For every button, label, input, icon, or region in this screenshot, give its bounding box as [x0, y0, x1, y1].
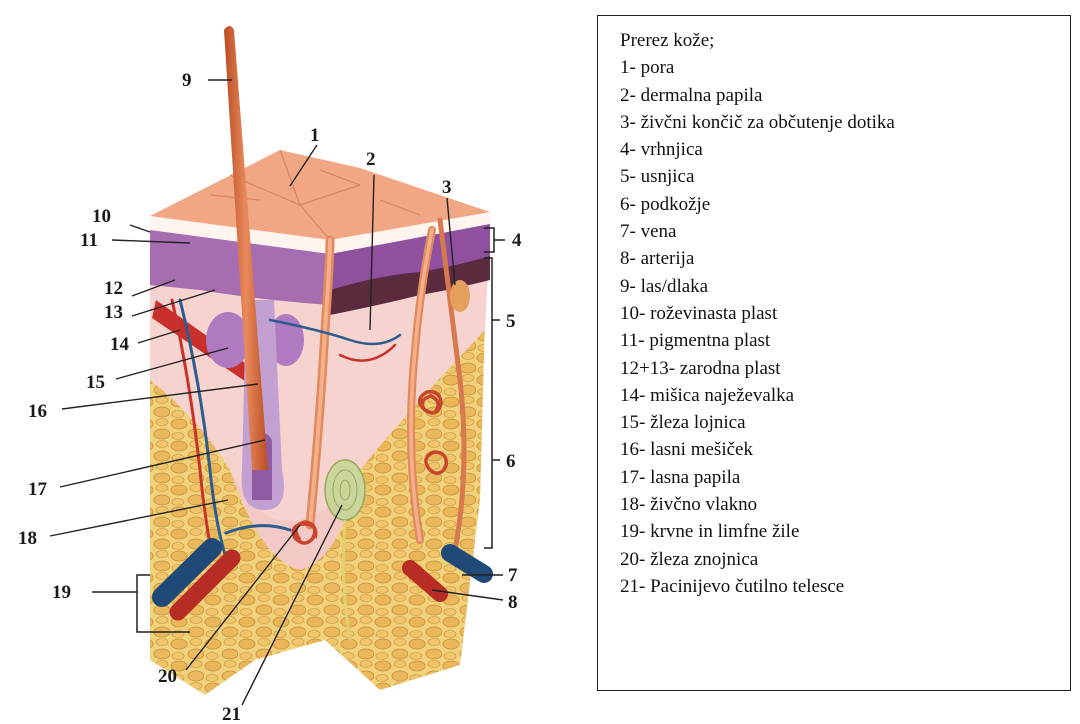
legend-item-14: 14- mišica naježevalka: [620, 382, 1070, 409]
label-3: 3: [442, 177, 452, 198]
legend-item-8: 8- arterija: [620, 245, 1070, 272]
touch-receptor: [450, 280, 470, 312]
legend-item-15: 15- žleza lojnica: [620, 409, 1070, 436]
legend-item-11: 11- pigmentna plast: [620, 327, 1070, 354]
label-9: 9: [182, 70, 192, 91]
legend-item-5: 5- usnjica: [620, 163, 1070, 190]
legend-item-12-13: 12+13- zarodna plast: [620, 355, 1070, 382]
label-14: 14: [110, 334, 130, 355]
label-19: 19: [52, 582, 71, 603]
label-10: 10: [92, 206, 111, 227]
label-20: 20: [158, 666, 177, 687]
legend-item-9: 9- las/dlaka: [620, 273, 1070, 300]
label-2: 2: [366, 149, 376, 170]
label-13: 13: [104, 302, 123, 323]
label-12: 12: [104, 278, 123, 299]
legend-item-16: 16- lasni mešiček: [620, 436, 1070, 463]
label-17: 17: [28, 479, 48, 500]
legend-item-17: 17- lasna papila: [620, 464, 1070, 491]
label-5: 5: [506, 311, 516, 332]
label-1: 1: [310, 125, 320, 146]
legend-item-21: 21- Pacinijevo čutilno telesce: [620, 573, 1070, 600]
label-11: 11: [80, 230, 98, 251]
legend-item-4: 4- vrhnjica: [620, 136, 1070, 163]
label-15: 15: [86, 372, 105, 393]
label-6: 6: [506, 451, 516, 472]
label-7: 7: [508, 565, 518, 586]
legend-item-7: 7- vena: [620, 218, 1070, 245]
legend-item-18: 18- živčno vlakno: [620, 491, 1070, 518]
legend-item-6: 6- podkožje: [620, 191, 1070, 218]
label-18: 18: [18, 528, 37, 549]
label-8: 8: [508, 592, 518, 613]
label-4: 4: [512, 230, 522, 251]
legend-item-1: 1- pora: [620, 54, 1070, 81]
legend-item-20: 20- žleza znojnica: [620, 546, 1070, 573]
label-16: 16: [28, 401, 47, 422]
label-21: 21: [222, 704, 241, 724]
skin-cross-section-diagram: 1 2 3 4 5 6 7 8 9 10 11 12 13 14 15 16 1…: [0, 0, 590, 724]
legend-box: Prerez kože; 1- pora 2- dermalna papila …: [597, 15, 1071, 691]
legend-item-10: 10- roževinasta plast: [620, 300, 1070, 327]
legend-item-2: 2- dermalna papila: [620, 82, 1070, 109]
legend-item-3: 3- živčni končič za občutenje dotika: [620, 109, 1070, 136]
legend-title: Prerez kože;: [620, 27, 1070, 54]
legend-item-19: 19- krvne in limfne žile: [620, 518, 1070, 545]
